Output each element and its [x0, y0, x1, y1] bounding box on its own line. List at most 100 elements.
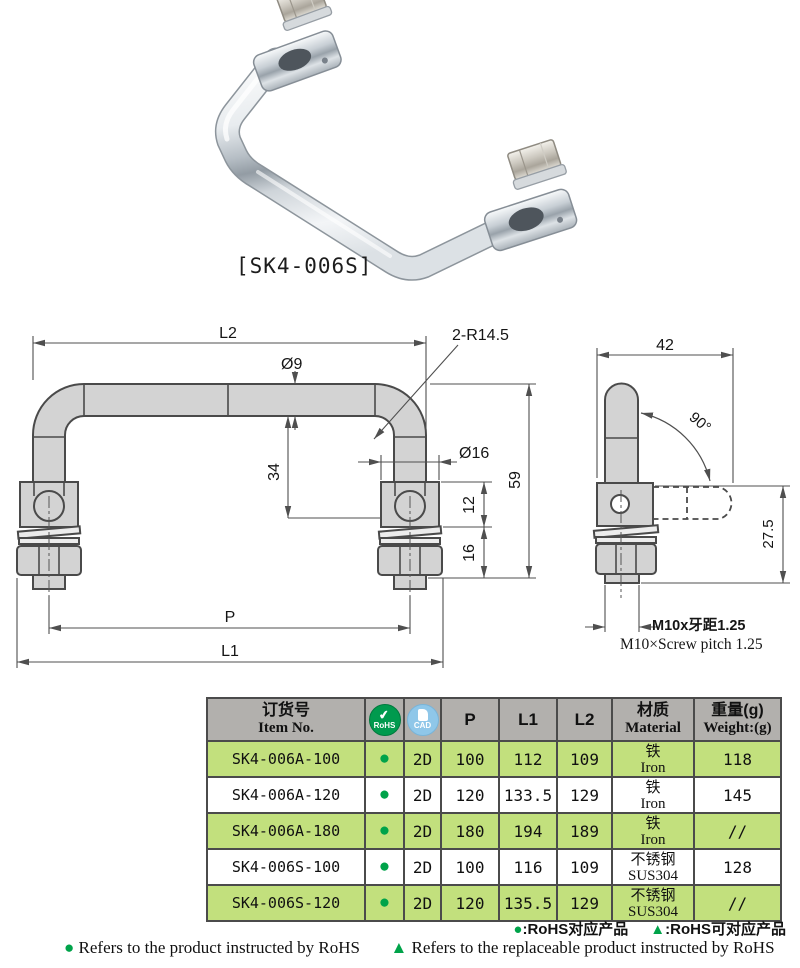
cell-weight: 128 [693, 848, 782, 886]
header-material-en: Material [625, 720, 681, 736]
side-folded-position [653, 486, 733, 520]
part-detail-lines [33, 384, 638, 575]
header-l2: L2 [556, 697, 613, 742]
table-row: SK4-006A-100 ● 2D 100 112 109 铁 Iron 118 [206, 740, 782, 778]
dim-label-16: 16 [461, 544, 478, 562]
header-weight-zh: 重量(g) [711, 702, 764, 719]
cell-weight: // [693, 884, 782, 922]
side-pivot-hole [610, 494, 630, 514]
dimension-labels: L2 Ø9 2-R14.5 34 Ø16 12 16 59 P L1 42 90… [219, 325, 777, 660]
header-rohs: ✔ RoHS [364, 697, 405, 742]
rohs-dot-icon: ● [378, 892, 391, 913]
cell-cad: 2D [403, 848, 442, 886]
document-icon [417, 709, 428, 721]
cell-l2: 109 [556, 848, 613, 886]
cell-weight: // [693, 812, 782, 850]
cell-material-en: SUS304 [627, 867, 679, 884]
rohs-badge-icon: ✔ RoHS [368, 703, 401, 736]
legend-en-triangle-text: Refers to the replaceable product instru… [411, 938, 775, 957]
cell-weight: 118 [693, 740, 782, 778]
green-triangle-icon: ▲ [650, 921, 666, 938]
cell-material: 不锈钢 SUS304 [611, 848, 695, 886]
side-nut [595, 543, 657, 575]
spec-table-header: 订货号 Item No. ✔ RoHS CAD P L1 [206, 697, 782, 742]
cell-material: 不锈钢 SUS304 [611, 884, 695, 922]
product-photo [215, 0, 578, 281]
check-icon: ✔ [378, 706, 391, 723]
dim-label-59: 59 [507, 471, 524, 489]
green-triangle-icon: ▲ [390, 938, 408, 957]
front-view [16, 383, 443, 590]
header-item-no: 订货号 Item No. [206, 697, 366, 742]
cell-l1: 112 [498, 740, 558, 778]
cell-material: 铁 Iron [611, 740, 695, 778]
rohs-dot-icon: ● [378, 856, 391, 877]
legend-zh: ●:RoHS对应产品▲:RoHS可对应产品 [513, 918, 786, 939]
side-handle-tube [604, 382, 639, 484]
table-row: SK4-006S-120 ● 2D 120 135.5 129 不锈钢 SUS3… [206, 884, 782, 922]
cell-cad: 2D [403, 740, 442, 778]
dim-label-radius: 2-R14.5 [452, 327, 509, 344]
left-set-screw-hole [321, 57, 328, 64]
cell-material-en: Iron [640, 795, 666, 812]
left-washer [282, 5, 333, 32]
dim-label-34: 34 [266, 463, 283, 481]
thread-label-zh: M10x牙距1.25 [652, 617, 746, 634]
cell-material-en: Iron [640, 831, 666, 848]
rohs-badge-label: RoHS [373, 720, 396, 730]
cell-rohs: ● [364, 776, 405, 814]
left-pivot-fitting [252, 0, 342, 92]
header-l1-label: L1 [518, 709, 538, 729]
table-row: SK4-006A-180 ● 2D 180 194 189 铁 Iron // [206, 812, 782, 850]
cell-material-zh: 不锈钢 [630, 886, 676, 904]
cell-material-zh: 铁 [645, 814, 661, 832]
photo-model-label: [SK4-006S] [236, 254, 373, 278]
cell-item: SK4-006A-120 [206, 776, 366, 814]
side-view [592, 382, 660, 584]
side-washer [595, 536, 657, 544]
header-item-zh: 订货号 [261, 702, 310, 719]
header-item-en: Item No. [258, 720, 314, 736]
table-row: SK4-006A-120 ● 2D 120 133.5 129 铁 Iron 1… [206, 776, 782, 814]
cell-material-zh: 不锈钢 [630, 850, 676, 868]
cell-item: SK4-006S-120 [206, 884, 366, 922]
dim-label-d9: Ø9 [281, 356, 302, 373]
table-row: SK4-006S-100 ● 2D 100 116 109 不锈钢 SUS304… [206, 848, 782, 886]
spec-table: 订货号 Item No. ✔ RoHS CAD P L1 [206, 697, 782, 922]
swing-arc [640, 412, 711, 482]
legend-en: ● Refers to the product instructed by Ro… [64, 938, 775, 958]
dim-label-d16: Ø16 [459, 445, 489, 462]
cell-rohs: ● [364, 848, 405, 886]
cell-p: 120 [440, 776, 500, 814]
right-pivot-slot [508, 207, 544, 232]
cell-cad: 2D [403, 884, 442, 922]
dim-label-42: 42 [656, 337, 674, 354]
cell-cad: 2D [403, 812, 442, 850]
cell-item: SK4-006A-100 [206, 740, 366, 778]
cell-l1: 135.5 [498, 884, 558, 922]
cell-p: 100 [440, 848, 500, 886]
cell-l2: 129 [556, 776, 613, 814]
cell-material: 铁 Iron [611, 812, 695, 850]
thread-label-en: M10×Screw pitch 1.25 [620, 636, 763, 653]
cell-weight: 145 [693, 776, 782, 814]
header-material-zh: 材质 [636, 702, 669, 719]
cell-p: 120 [440, 884, 500, 922]
cell-rohs: ● [364, 812, 405, 850]
cell-rohs: ● [364, 884, 405, 922]
cell-material-en: SUS304 [627, 903, 679, 920]
centerlines [48, 490, 622, 598]
side-spring-washer [592, 524, 660, 539]
rohs-dot-icon: ● [378, 748, 391, 769]
green-dot-icon: ● [64, 938, 75, 957]
cell-material-zh: 铁 [645, 742, 661, 760]
technical-drawing: L2 Ø9 2-R14.5 34 Ø16 12 16 59 P L1 42 90… [16, 325, 790, 668]
header-weight-en: Weight:(g) [703, 720, 772, 736]
cell-p: 180 [440, 812, 500, 850]
cad-badge-label: CAD [413, 721, 432, 730]
cell-material-zh: 铁 [645, 778, 661, 796]
right-set-screw-hole [557, 216, 564, 223]
right-washer [512, 163, 567, 190]
header-weight: 重量(g) Weight:(g) [693, 697, 782, 742]
